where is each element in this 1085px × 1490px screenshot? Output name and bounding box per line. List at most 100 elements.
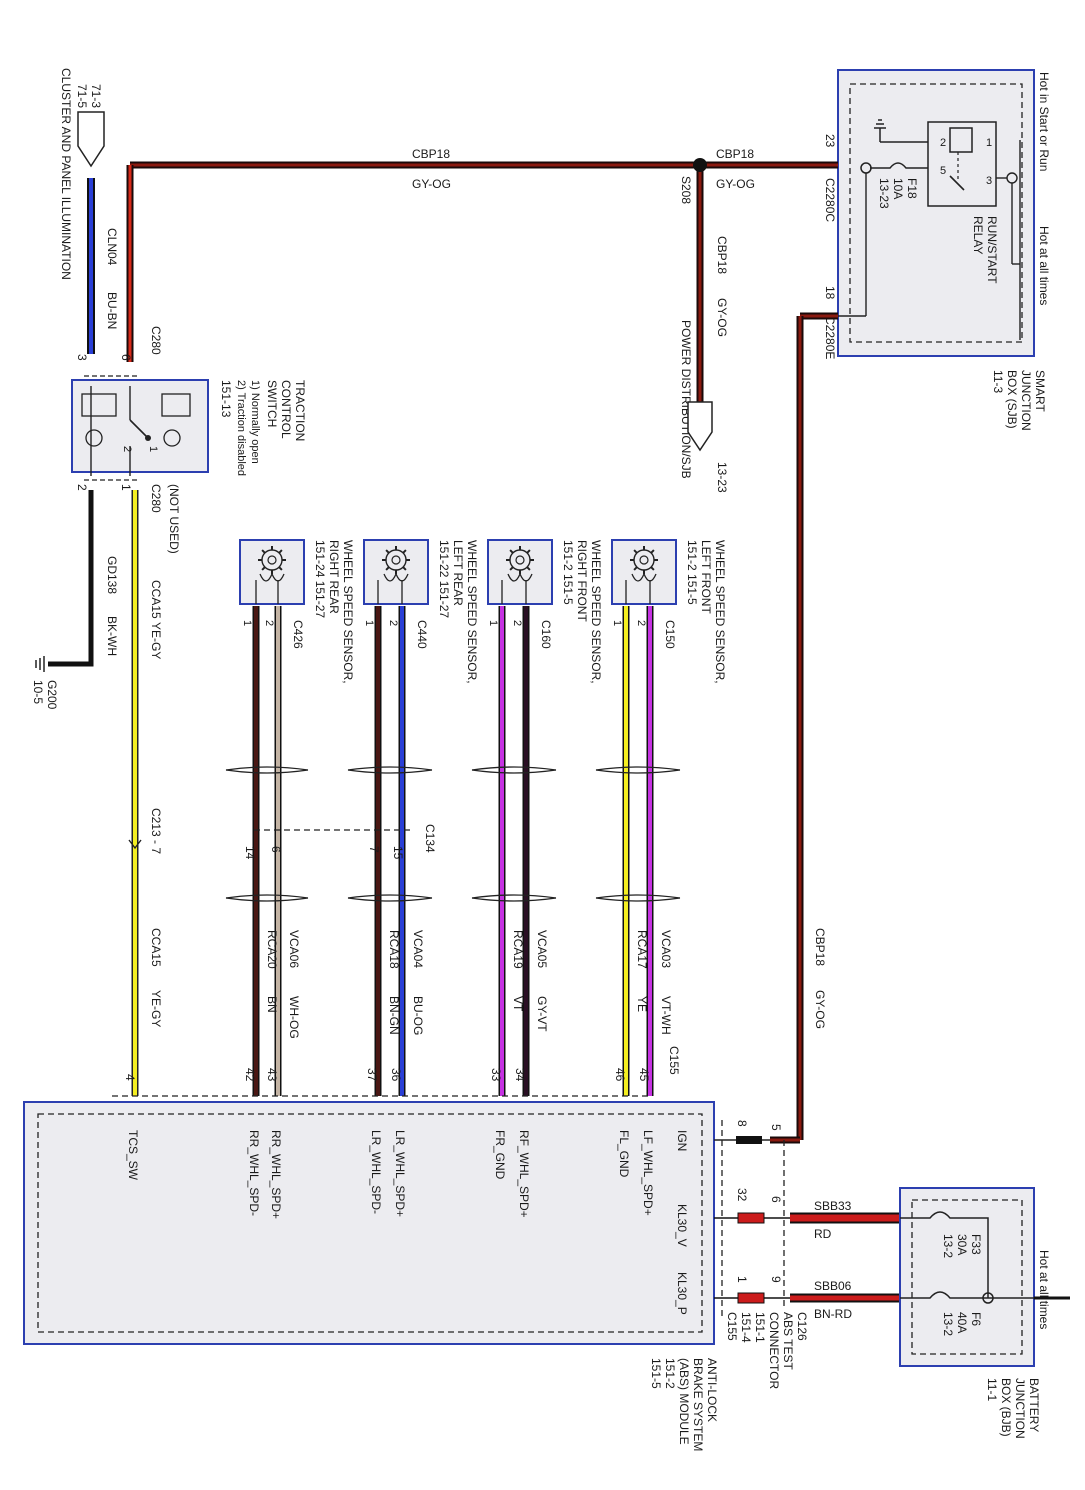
c213-arrow: [128, 839, 142, 850]
relay-pin-1: 1: [986, 137, 992, 149]
c134-pin-14: 14: [243, 846, 257, 860]
abs-pin-1: 1: [735, 1276, 749, 1283]
relay-label-line1: RUN/START: [985, 216, 999, 284]
abs-signal-rf-whl-spd-: RF_WHL_SPD+: [517, 1130, 531, 1218]
cluster-arrow: [77, 111, 105, 168]
relay-label-line2: RELAY: [971, 216, 985, 254]
gd138-wire: [48, 490, 94, 667]
bu-bn-label: BU-BN: [105, 292, 119, 329]
wire-5-color: BN-GN: [387, 996, 401, 1035]
abs-module-line1: ANTI-LOCK: [705, 1358, 719, 1422]
abs-pin-33: 33: [489, 1068, 503, 1082]
abs-pin-46: 46: [613, 1068, 627, 1082]
c155-label-top: C155: [667, 1046, 681, 1075]
abs-module-line5: 151-5: [649, 1358, 663, 1389]
f18-label-line1: F18: [905, 178, 919, 199]
relay-pin-2: 2: [940, 137, 946, 149]
cbp18-feed-wire: [126, 158, 838, 1144]
abs-ign-label: IGN: [675, 1130, 689, 1151]
g200-ground-symbol: [35, 656, 45, 672]
tcs-pin-3: 3: [75, 354, 89, 361]
wire-1-circuit: RCA17: [635, 930, 649, 969]
bk-wh-label: BK-WH: [105, 616, 119, 656]
sensor-3-twist-0: [225, 766, 309, 771]
hot-all-times-bottom-label: Hot at all times: [1037, 1250, 1051, 1329]
abs-kl30-p-label: KL30_P: [675, 1272, 689, 1315]
abs-module-line3: (ABS) MODULE: [677, 1358, 691, 1445]
sensor-3-twist-1-b: [225, 897, 309, 902]
sensor-0-twist-1-b: [595, 897, 681, 902]
f6-label-line3: 13-2: [941, 1312, 955, 1336]
wire-1-color: YE: [635, 996, 649, 1012]
abs-signal-fl-gnd: FL_GND: [617, 1130, 631, 1178]
abs-signal-lr-whl-spd-: LR_WHL_SPD+: [393, 1130, 407, 1217]
c134-pin-6: 6: [269, 846, 283, 853]
traction-control-switch: [71, 379, 209, 476]
wheel-speed-sensor-2: [363, 539, 429, 605]
c280-bottom-label: C280: [149, 484, 163, 513]
cluster-ref-line1: 71-3: [89, 84, 103, 108]
sensor-0-pin-2: 2: [635, 620, 647, 626]
sensor-2-connector: C440: [415, 620, 429, 649]
gy-og-label-right: GY-OG: [716, 177, 755, 191]
abs-pin-37: 37: [365, 1068, 379, 1082]
wire-0-circuit: VCA03: [659, 930, 673, 968]
sensor-1-twist-1-b: [471, 897, 557, 902]
sensor-1-title-line1: WHEEL SPEED SENSOR,: [589, 540, 603, 684]
wire-7-color: BN: [265, 996, 279, 1013]
c126-pin-6: 6: [769, 1196, 783, 1203]
cbp18-label-right: CBP18: [716, 147, 754, 161]
sensor-2-twist-0-b: [347, 769, 433, 774]
sbb33-label: SBB33: [814, 1199, 852, 1213]
tcs-switch-pos-2: 2: [121, 446, 133, 452]
tcs-pin-6: 6: [119, 354, 133, 361]
sensor-2-pin-1: 1: [363, 620, 375, 626]
cbp18-label-branch: CBP18: [715, 236, 729, 274]
c126-pin-9: 9: [769, 1276, 783, 1283]
ye-gy-label-top: YE-GY: [149, 622, 163, 659]
sensor-2-twist-0: [347, 766, 433, 771]
cca15-label-top: CCA15: [149, 580, 163, 619]
ign-wire-jacket: [736, 1136, 762, 1144]
tcs-note-1: 1) Normally open: [249, 380, 261, 464]
sensor-1-connector: C160: [539, 620, 553, 649]
wire-3-color: VT: [511, 996, 525, 1012]
bjb-label-line3: BOX (BJB): [999, 1378, 1013, 1437]
sensor-0-twist-1: [595, 894, 681, 899]
c126-label-line1: C126: [795, 1312, 809, 1341]
relay-pin-5: 5: [940, 165, 946, 177]
sensor-2-twist-1: [347, 894, 433, 899]
gy-og-label-vertical: GY-OG: [813, 990, 827, 1029]
gy-og-label-branch: GY-OG: [715, 298, 729, 337]
f18-label-line3: 13-23: [877, 178, 891, 209]
sjb-label-line1: SMART: [1033, 370, 1047, 412]
abs-module-line4: 151-2: [663, 1358, 677, 1389]
abs-signal-lf-whl-spd-: LF_WHL_SPD+: [641, 1130, 655, 1216]
c134-pin-7: 7: [367, 846, 381, 853]
f33-label-line2: 30A: [955, 1234, 969, 1255]
pin-18-label: 18: [823, 286, 837, 300]
cluster-ref-line2: 71-5: [75, 84, 89, 108]
sensor-3-pin-2: 2: [263, 620, 275, 626]
bjb-label-line2: JUNCTION: [1013, 1378, 1027, 1439]
c134-pin-15: 15: [391, 846, 405, 860]
tcs-pin-2: 2: [75, 484, 89, 491]
sensor-3-connector: C426: [291, 620, 305, 649]
sensor-3-title-line1: WHEEL SPEED SENSOR,: [341, 540, 355, 684]
cbp18-label-left: CBP18: [412, 147, 450, 161]
sensor-1-ref: 151-2 151-5: [561, 540, 575, 605]
sensor-3-title-line2: RIGHT REAR: [327, 540, 341, 614]
wire-4-circuit: VCA04: [411, 930, 425, 968]
sjb-label-line4: 11-3: [991, 370, 1005, 393]
c126-label-line4: 151-1: [753, 1312, 767, 1343]
c126-pin-5: 5: [769, 1124, 783, 1131]
sensor-0-connector: C150: [663, 620, 677, 649]
sensor-0-pin-1: 1: [611, 620, 623, 626]
bn-rd-label: BN-RD: [814, 1307, 852, 1321]
c126-label-line5: 151-4: [739, 1312, 753, 1343]
power-distribution-ref: 13-23: [715, 462, 729, 493]
f6-label-line1: F6: [969, 1312, 983, 1326]
wheel-speed-sensor-3: [239, 539, 305, 605]
abs-pin-42: 42: [243, 1068, 257, 1082]
smart-junction-box: 1 2 3 5: [837, 69, 1035, 357]
